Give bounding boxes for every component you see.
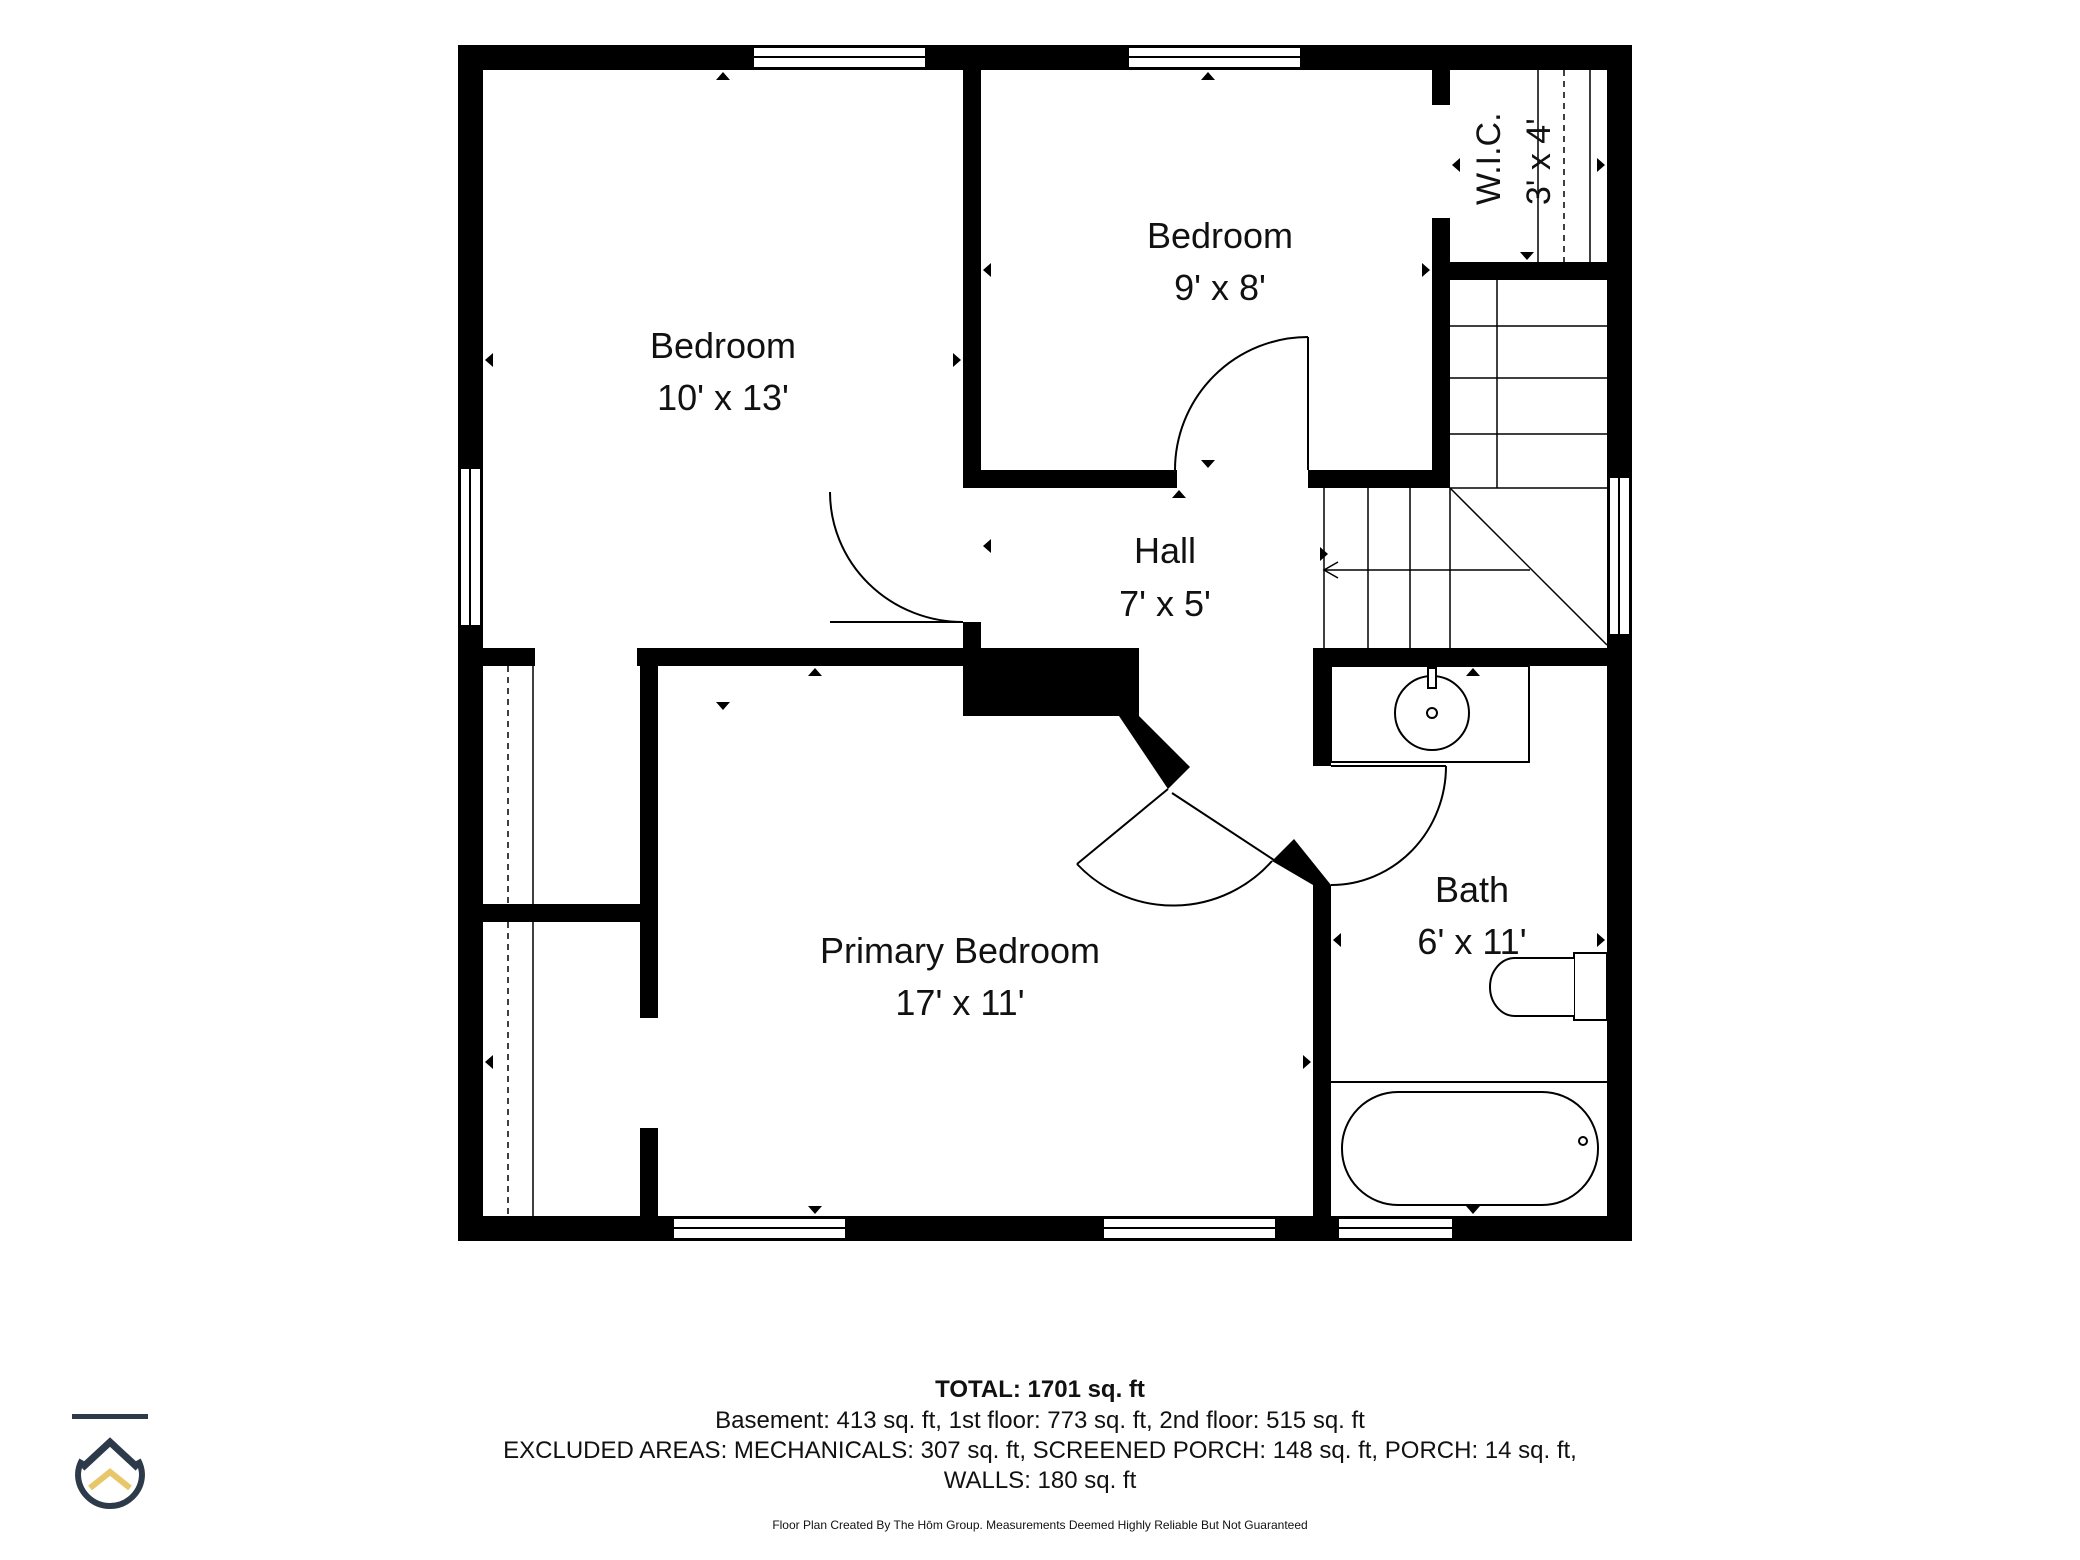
room-size-wic: 3' x 4' [1520, 118, 1558, 205]
credit-note: Floor Plan Created By The Hōm Group. Mea… [772, 1518, 1308, 1532]
room-name-primary-bedroom: Primary Bedroom [820, 930, 1100, 971]
room-size-primary-bedroom: 17' x 11' [895, 982, 1024, 1023]
room-name-bedroom-left: Bedroom [650, 325, 796, 366]
wall-markers [485, 72, 1605, 1214]
room-size-bath: 6' x 11' [1417, 921, 1526, 962]
closet-shelves [507, 666, 534, 1216]
room-size-bedroom-right: 9' x 8' [1174, 267, 1266, 308]
floor-areas: Basement: 413 sq. ft, 1st floor: 773 sq.… [715, 1407, 1365, 1434]
exterior-walls [458, 45, 1632, 1241]
room-size-hall: 7' x 5' [1119, 583, 1211, 624]
room-name-hall: Hall [1134, 530, 1196, 571]
windows [459, 46, 1631, 1240]
total-area: TOTAL: 1701 sq. ft [935, 1376, 1145, 1403]
wic-shelf [1537, 70, 1591, 262]
room-name-bedroom-right: Bedroom [1147, 215, 1293, 256]
interior-walls [483, 70, 1607, 1216]
bath-fixtures [1330, 665, 1608, 1206]
room-size-bedroom-left: 10' x 13' [657, 377, 789, 418]
room-name-bath: Bath [1435, 869, 1509, 910]
company-logo-icon [72, 1414, 148, 1509]
staircase [1322, 280, 1608, 648]
doors [829, 336, 1447, 907]
room-name-wic: W.I.C. [1470, 112, 1508, 205]
excluded-areas-line1: EXCLUDED AREAS: MECHANICALS: 307 sq. ft,… [503, 1437, 1577, 1464]
excluded-areas-line2: WALLS: 180 sq. ft [943, 1467, 1137, 1494]
